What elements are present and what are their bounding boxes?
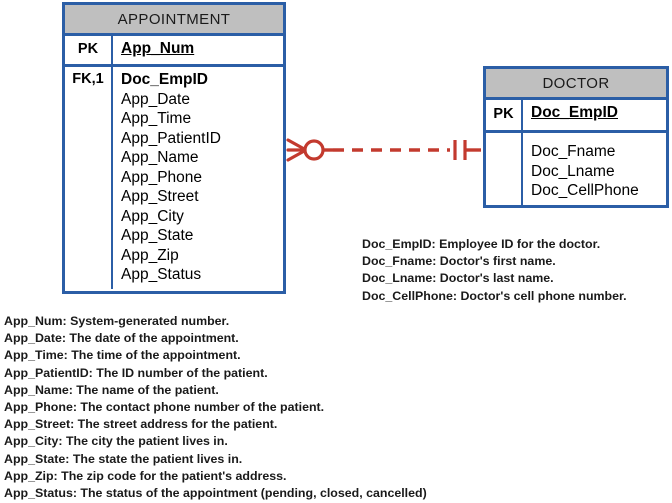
attribute-app-street: App_Street <box>121 188 199 205</box>
legend-line-app-date: App_Date: The date of the appointment. <box>4 331 239 346</box>
entity-appointment-body: FK,1 Doc_EmpID App_Date App_Time App_Pat… <box>65 67 283 289</box>
legend-line-doc-cellphone: Doc_CellPhone: Doctor's cell phone numbe… <box>362 288 627 303</box>
entity-appointment-attribute-list: Doc_EmpID App_Date App_Time App_PatientI… <box>113 67 283 289</box>
attribute-app-zip: App_Zip <box>121 246 179 264</box>
entity-appointment-pk-attribute-cell: App_Num <box>113 36 283 64</box>
legend-line-doc-empid: Doc_EmpID: Employee ID for the doctor. <box>362 237 601 251</box>
attribute-app-state: App_State <box>121 227 194 244</box>
attribute-doc-empid: Doc_EmpID <box>121 71 208 88</box>
entity-doctor-pk-attribute-cell: Doc_EmpID <box>523 100 666 130</box>
entity-doctor-pk-row: PK Doc_EmpID <box>486 100 666 133</box>
attribute-doc-cellphone: Doc_CellPhone <box>531 182 639 199</box>
relationship-connector[interactable] <box>286 126 484 174</box>
legend-line-app-name: App_Name: The name of the patient. <box>4 382 219 397</box>
legend-line-app-city: App_City: The city the patient lives in. <box>4 434 228 449</box>
legend-line-doc-lname: Doc_Lname: Doctor's last name. <box>362 271 554 286</box>
entity-appointment-title: APPOINTMENT <box>65 5 283 36</box>
entity-appointment-fk-label: FK,1 <box>65 67 113 289</box>
entity-appointment[interactable]: APPOINTMENT PK App_Num FK,1 Doc_EmpID Ap… <box>62 2 286 294</box>
entity-appointment-pk-row: PK App_Num <box>65 36 283 67</box>
optional-zero-circle-icon <box>303 139 325 161</box>
legend-line-app-phone: App_Phone: The contact phone number of t… <box>4 400 325 415</box>
legend-line-app-num: App_Num: System-generated number. <box>4 314 230 328</box>
entity-doctor-title: DOCTOR <box>486 69 666 100</box>
entity-doctor[interactable]: DOCTOR PK Doc_EmpID Doc_Fname Doc_Lname … <box>483 66 669 208</box>
attribute-app-time: App_Time <box>121 110 192 127</box>
attribute-doc-empid-pk: Doc_EmpID <box>531 104 618 121</box>
attribute-doc-lname: Doc_Lname <box>531 162 615 180</box>
entity-appointment-pk-label: PK <box>65 36 113 64</box>
attribute-app-name: App_Name <box>121 149 199 166</box>
entity-doctor-attribute-list: Doc_Fname Doc_Lname Doc_CellPhone <box>523 133 666 205</box>
doctor-attribute-legend: Doc_EmpID: Employee ID for the doctor. D… <box>362 236 627 305</box>
legend-line-app-state: App_State: The state the patient lives i… <box>4 451 243 466</box>
legend-line-app-patientid: App_PatientID: The ID number of the pati… <box>4 365 268 380</box>
legend-line-app-zip: App_Zip: The zip code for the patient's … <box>4 468 287 483</box>
attribute-doc-fname: Doc_Fname <box>531 143 616 160</box>
entity-doctor-key-label-empty <box>486 133 523 205</box>
crows-foot-many-icon <box>286 138 308 162</box>
entity-doctor-body: Doc_Fname Doc_Lname Doc_CellPhone <box>486 133 666 205</box>
attribute-app-phone: App_Phone <box>121 168 203 186</box>
attribute-app-num: App_Num <box>121 40 195 57</box>
legend-line-app-street: App_Street: The street address for the p… <box>4 417 278 432</box>
one-and-only-one-icon <box>453 140 481 160</box>
legend-line-doc-fname: Doc_Fname: Doctor's first name. <box>362 254 556 269</box>
attribute-app-patientid: App_PatientID <box>121 129 221 147</box>
appointment-attribute-legend: App_Num: System-generated number. App_Da… <box>4 313 427 502</box>
legend-line-app-status: App_Status: The status of the appointmen… <box>4 486 427 501</box>
legend-line-app-time: App_Time: The time of the appointment. <box>4 348 241 363</box>
attribute-app-date: App_Date <box>121 90 190 108</box>
entity-doctor-pk-label: PK <box>486 100 523 130</box>
attribute-app-city: App_City <box>121 207 184 225</box>
attribute-app-status: App_Status <box>121 266 202 283</box>
